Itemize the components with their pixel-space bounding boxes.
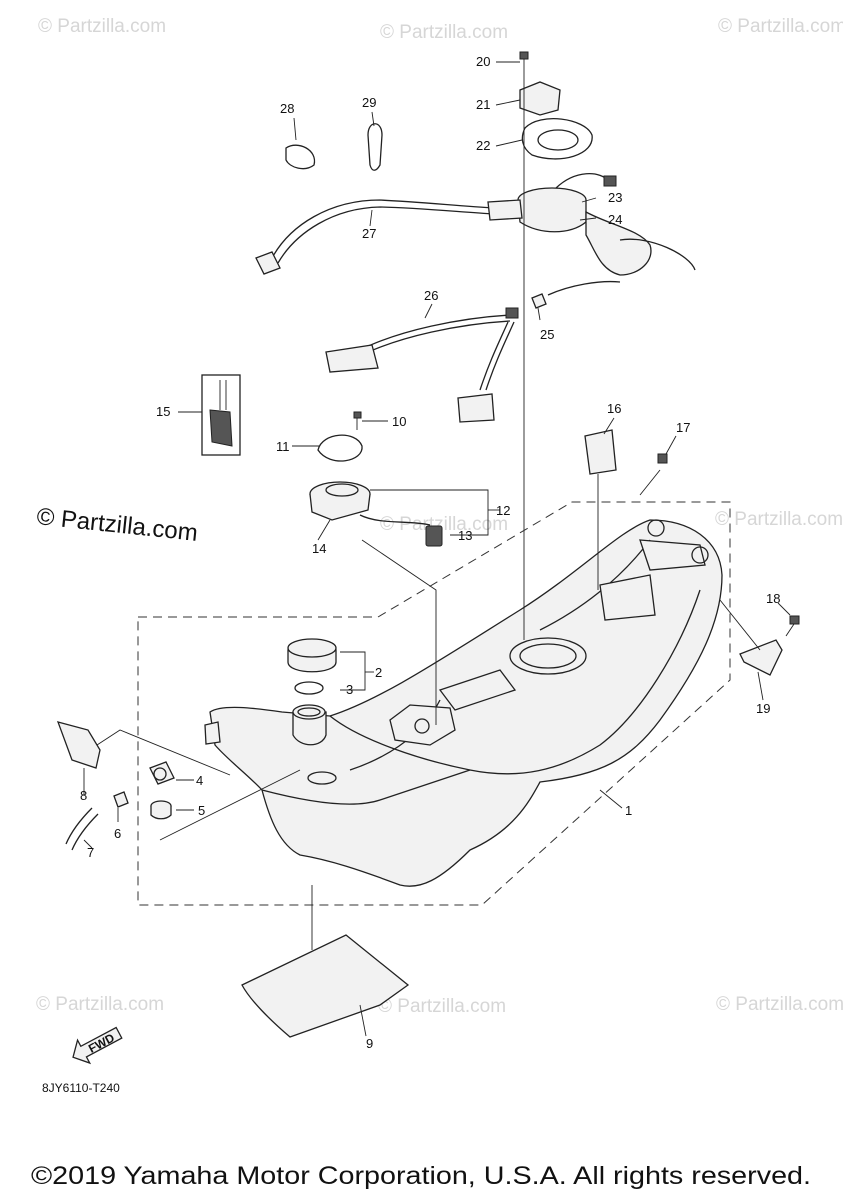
diagram-code: 8JY6110-T240: [42, 1081, 120, 1095]
sender-bolt: [353, 411, 362, 430]
watermark-layer: © Partzilla.com © Partzilla.com © Partzi…: [35, 16, 843, 1017]
callout-11: 11: [276, 439, 290, 454]
flange-nut: [657, 453, 668, 464]
callout-27: 27: [362, 226, 376, 241]
callout-14: 14: [312, 541, 326, 556]
callout-19: 19: [756, 701, 770, 716]
callout-12: 12: [496, 503, 510, 518]
watermark-text: © Partzilla.com: [380, 514, 508, 535]
callout-16: 16: [607, 401, 621, 416]
callout-labels: 1 2 3 4 5 6 7 8 9 10 11 12 13 14 15 16 1…: [80, 54, 780, 1051]
callout-8: 8: [80, 788, 87, 803]
callout-20: 20: [476, 54, 490, 69]
fuel-hose: [255, 199, 523, 275]
fuel-cap: [287, 638, 337, 673]
breather-hose: [65, 807, 99, 851]
front-insulator: [56, 721, 101, 769]
watermark-text: © Partzilla.com: [718, 16, 843, 37]
fuel-pump-assembly: [517, 51, 696, 309]
callout-5: 5: [198, 803, 205, 818]
callout-13: 13: [458, 528, 472, 543]
watermark-text: © Partzilla.com: [378, 996, 506, 1017]
callout-22: 22: [476, 138, 490, 153]
bracket-bolt: [785, 615, 800, 637]
watermark-text: © Partzilla.com: [36, 994, 164, 1015]
callout-3: 3: [346, 682, 353, 697]
callout-6: 6: [114, 826, 121, 841]
callout-21: 21: [476, 97, 490, 112]
callout-17: 17: [676, 420, 690, 435]
callout-9: 9: [366, 1036, 373, 1051]
callout-7: 7: [87, 845, 94, 860]
watermark-text: © Partzilla.com: [716, 994, 843, 1015]
fwd-arrow-icon: FWD: [72, 1026, 123, 1065]
fuel-level-sender: [309, 481, 443, 547]
cap-gasket: [294, 681, 324, 695]
callout-26: 26: [424, 288, 438, 303]
callout-15: 15: [156, 404, 170, 419]
callout-1: 1: [625, 803, 632, 818]
vent-hose-assembly: [325, 307, 519, 423]
watermark-text: © Partzilla.com: [380, 22, 508, 43]
cable-tie: [367, 123, 383, 171]
tank-bracket: [739, 639, 783, 676]
callout-28: 28: [280, 101, 294, 116]
sender-gasket: [317, 434, 363, 462]
callout-10: 10: [392, 414, 406, 429]
tank-assembly-boundary: [137, 501, 731, 906]
leader-lines: [83, 61, 791, 1037]
callout-23: 23: [608, 190, 622, 205]
fuel-tank: [204, 519, 723, 887]
grommet: [150, 800, 172, 820]
callout-18: 18: [766, 591, 780, 606]
callout-25: 25: [540, 327, 554, 342]
top-pad: [584, 429, 617, 475]
breather-fitting: [149, 761, 175, 785]
watermark-prominent: © Partzilla.com: [35, 503, 199, 547]
callout-2: 2: [375, 665, 382, 680]
callout-24: 24: [608, 212, 622, 227]
callout-4: 4: [196, 773, 203, 788]
callout-29: 29: [362, 95, 376, 110]
watermark-text: © Partzilla.com: [715, 509, 843, 530]
copyright-notice: ©2019 Yamaha Motor Corporation, U.S.A. A…: [31, 1162, 811, 1190]
hose-cap: [113, 791, 129, 808]
watermark-text: © Partzilla.com: [38, 16, 166, 37]
tank-bottom-pad: [241, 934, 410, 1038]
connector-detail: [201, 374, 241, 456]
hose-clamp: [285, 144, 316, 170]
